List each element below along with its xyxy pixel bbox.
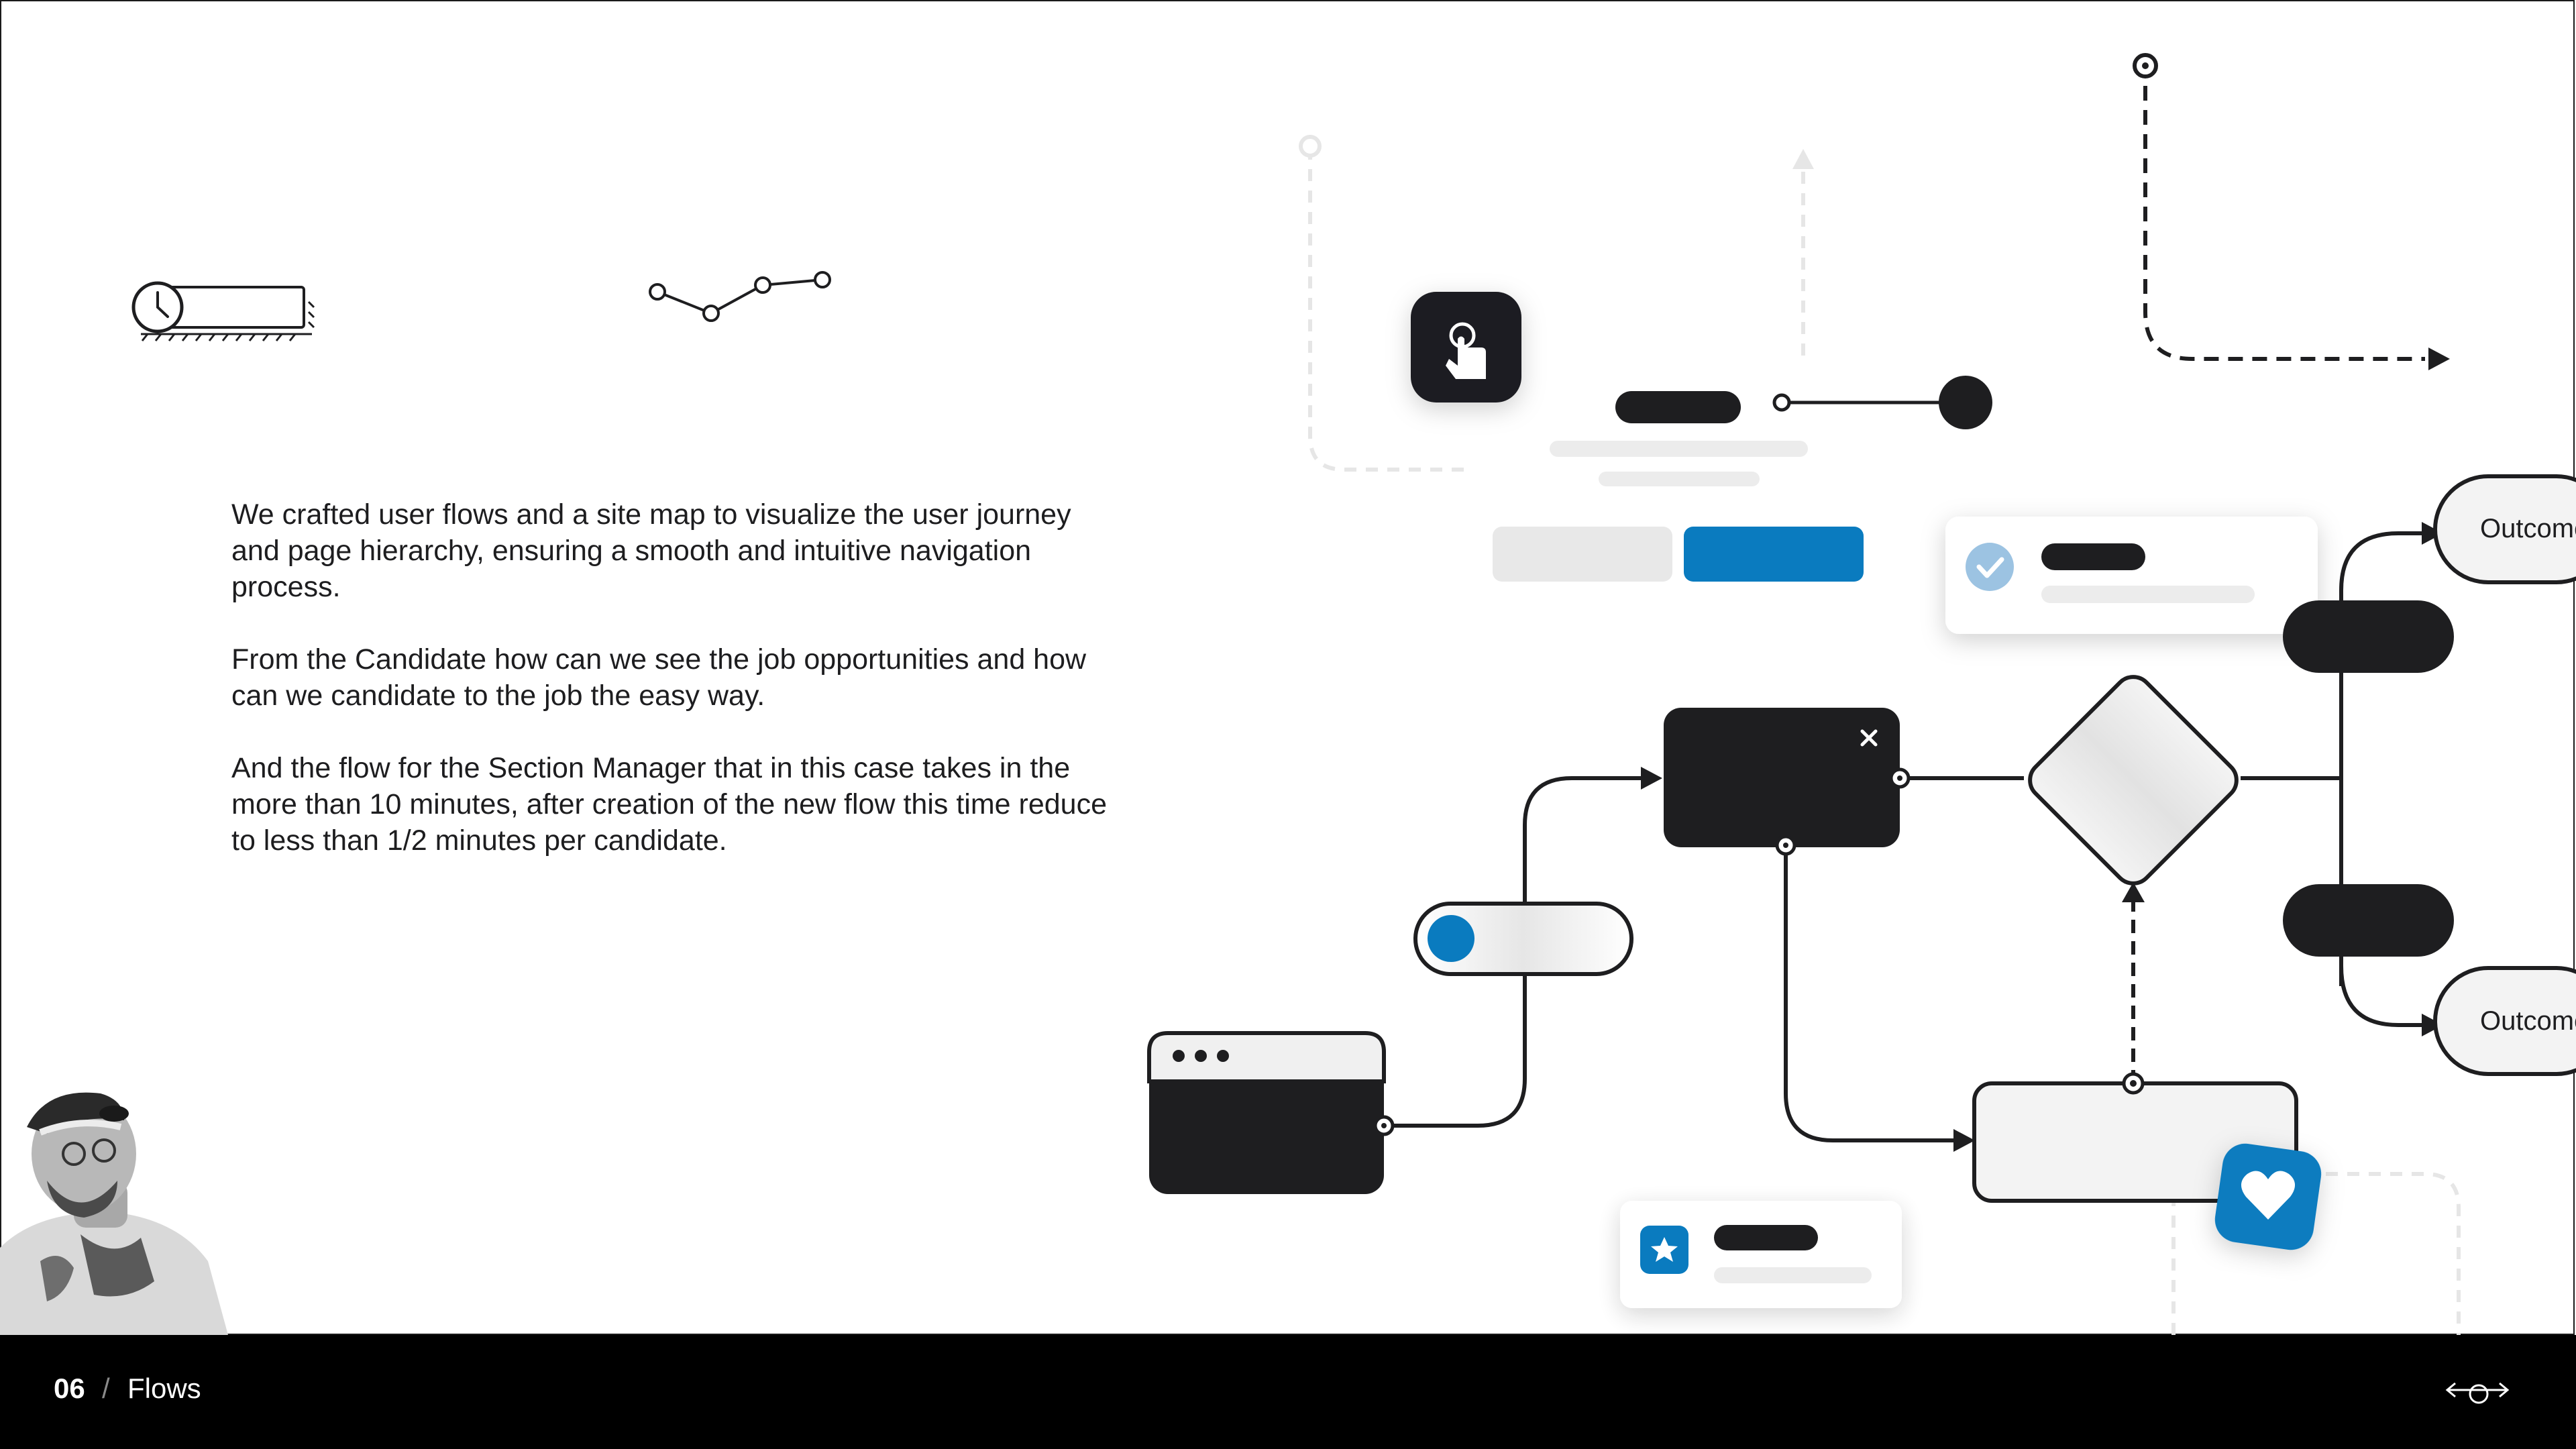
- paragraph-intro: We crafted user flows and a site map to …: [231, 498, 1071, 603]
- check-icon: [1976, 557, 2004, 578]
- body-text: We crafted user flows and a site map to …: [231, 496, 1124, 895]
- outcome-bottom: [2433, 966, 2576, 1076]
- outcome-bottom-label: Outcome: [2480, 1006, 2576, 1036]
- tap-icon: [1446, 322, 1486, 379]
- section-title: Flows: [127, 1373, 201, 1404]
- paragraph-candidate: From the Candidate how can we see the jo…: [231, 643, 1087, 712]
- page-number: 06: [54, 1373, 85, 1404]
- flow-diagram: Outcome Outcome: [1147, 53, 2576, 1335]
- heart-icon: [2241, 1171, 2296, 1220]
- footer-bar: 06 / Flows: [0, 1335, 2576, 1449]
- outcome-top: [2433, 474, 2576, 584]
- line-chart-icon: [649, 271, 831, 322]
- logo-icon: [2445, 1382, 2510, 1404]
- outcome-top-label: Outcome: [2480, 514, 2576, 543]
- author-photo: [0, 1092, 228, 1335]
- paragraph-manager: And the flow for the Section Manager tha…: [231, 752, 1107, 857]
- star-icon: [1651, 1237, 1678, 1262]
- clock-icon: [131, 281, 315, 341]
- close-icon: [1860, 729, 1878, 747]
- breadcrumb-separator: /: [102, 1373, 110, 1404]
